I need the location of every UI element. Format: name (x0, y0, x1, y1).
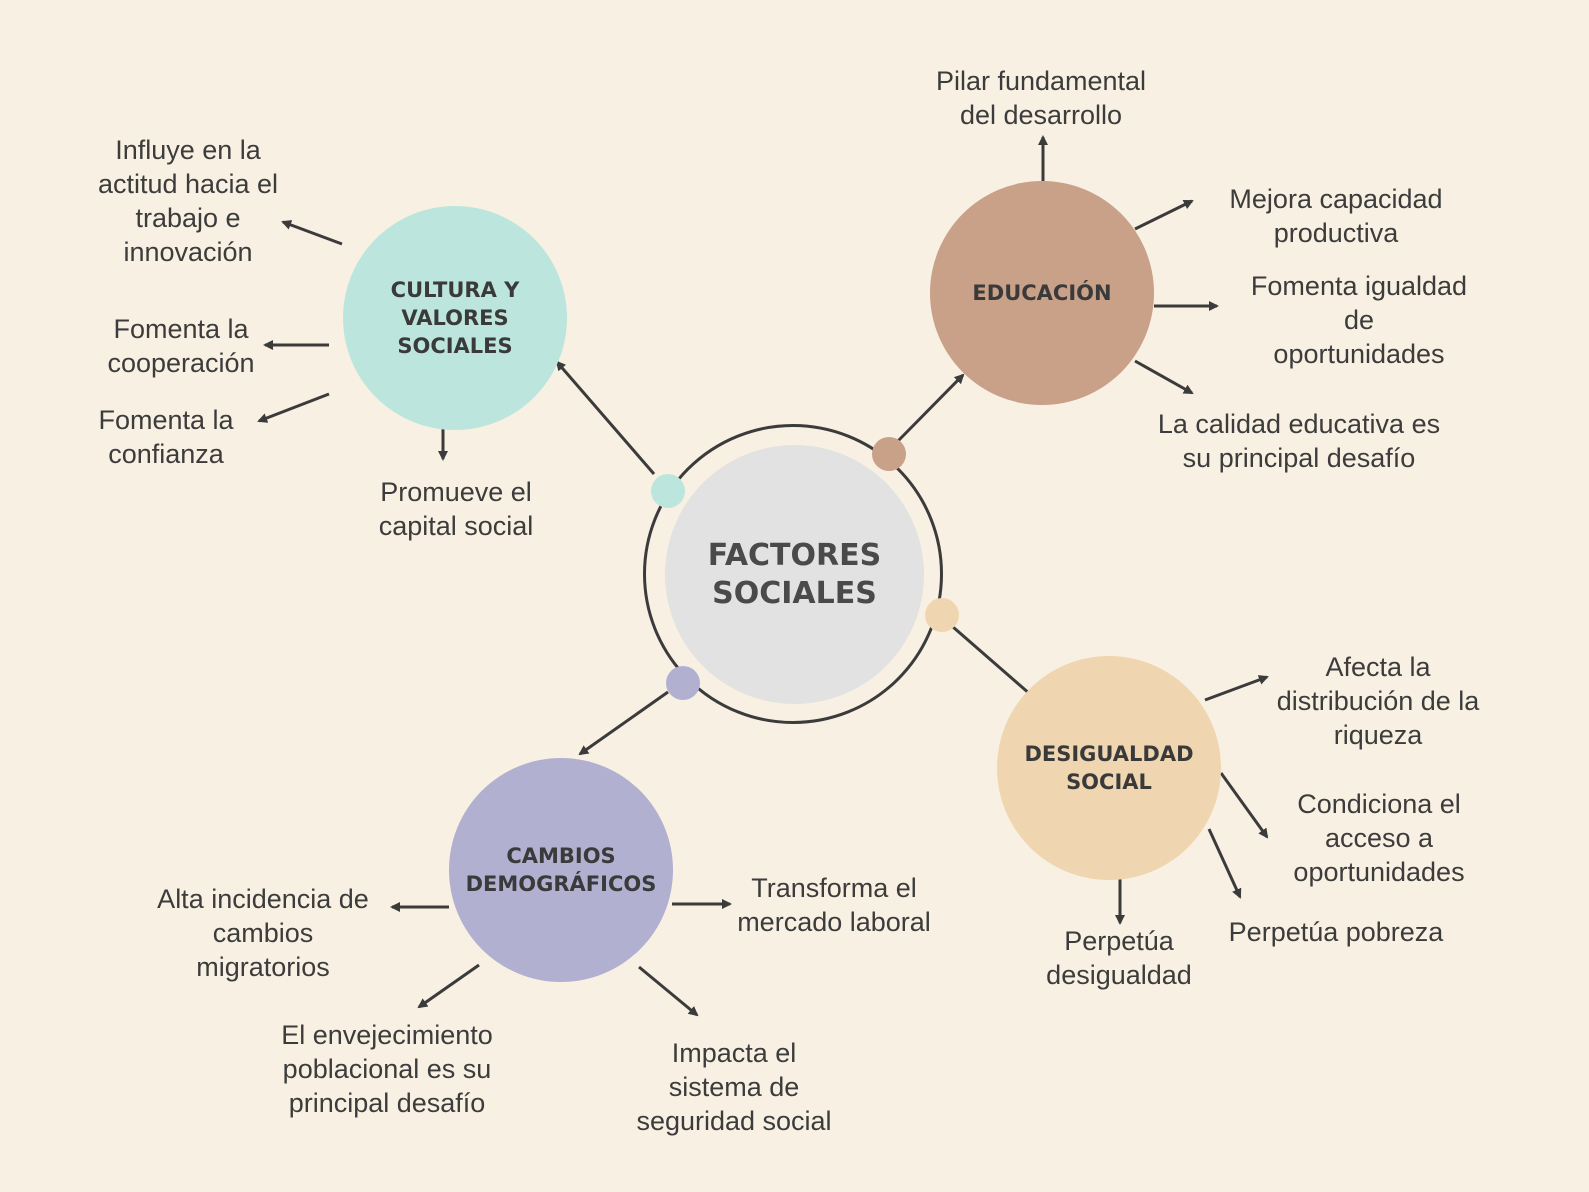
educacion-item-2: Mejora capacidad productiva (1229, 184, 1443, 248)
node-cambios: CAMBIOS DEMOGRÁFICOS (449, 758, 673, 982)
ring-dot-cambios (666, 666, 700, 700)
ring-dot-desigualdad (925, 598, 959, 632)
arrow-cultura-1 (281, 220, 343, 246)
node-cultura-title: CULTURA Y VALORES SOCIALES (390, 278, 520, 358)
cultura-item-3: Fomenta la confianza (98, 405, 234, 469)
node-educacion-title: EDUCACIÓN (972, 281, 1112, 305)
educacion-item-3: Fomenta igualdad de oportunidades (1250, 271, 1468, 369)
cambios-item-4: Impacta el sistema de seguridad social (636, 1038, 832, 1136)
arrow-center-to-educacion (896, 373, 965, 443)
node-cultura: CULTURA Y VALORES SOCIALES (343, 206, 567, 430)
node-educacion: EDUCACIÓN (930, 181, 1154, 405)
arrow-educacion-4 (1134, 359, 1194, 395)
center-node: FACTORES SOCIALES (665, 445, 924, 704)
cambios-item-3: El envejecimiento poblacional es su prin… (281, 1020, 493, 1118)
desigualdad-item-4: Perpetúa desigualdad (1046, 926, 1192, 990)
cultura-item-4: Promueve el capital social (378, 477, 534, 541)
cambios-item-1: Transforma el mercado laboral (737, 873, 931, 937)
ring-dot-educacion (872, 437, 906, 471)
arrow-center-to-cultura (555, 360, 656, 475)
node-desigualdad: DESIGUALDAD SOCIAL (997, 656, 1221, 880)
arrow-desigualdad-2 (1219, 772, 1269, 839)
arrow-cambios-3 (417, 963, 480, 1009)
cambios-item-2: Alta incidencia de cambios migratorios (157, 884, 369, 982)
center-ring (643, 424, 943, 724)
node-desigualdad-title: DESIGUALDAD SOCIAL (1024, 742, 1194, 794)
arrow-desigualdad-3 (1207, 828, 1242, 899)
cultura-item-1: Influye en la actitud hacia el trabajo e… (97, 135, 279, 267)
arrow-center-to-cambios (578, 690, 669, 756)
arrow-cultura-3 (257, 392, 330, 423)
desigualdad-item-3: Perpetúa pobreza (1228, 917, 1444, 947)
arrow-cambios-4 (638, 965, 699, 1017)
center-title: FACTORES SOCIALES (707, 537, 882, 611)
arrow-educacion-2 (1134, 199, 1194, 231)
node-cambios-title: CAMBIOS DEMOGRÁFICOS (465, 844, 657, 896)
educacion-item-4: La calidad educativa es su principal des… (1157, 409, 1441, 473)
arrow-center-to-desigualdad (952, 625, 1040, 703)
desigualdad-item-2: Condiciona el acceso a oportunidades (1293, 789, 1465, 887)
desigualdad-item-1: Afecta la distribución de la riqueza (1276, 652, 1480, 750)
arrow-desigualdad-1 (1204, 675, 1269, 702)
educacion-item-1: Pilar fundamental del desarrollo (935, 66, 1147, 130)
cultura-item-2: Fomenta la cooperación (107, 314, 255, 378)
ring-dot-cultura (651, 474, 685, 508)
